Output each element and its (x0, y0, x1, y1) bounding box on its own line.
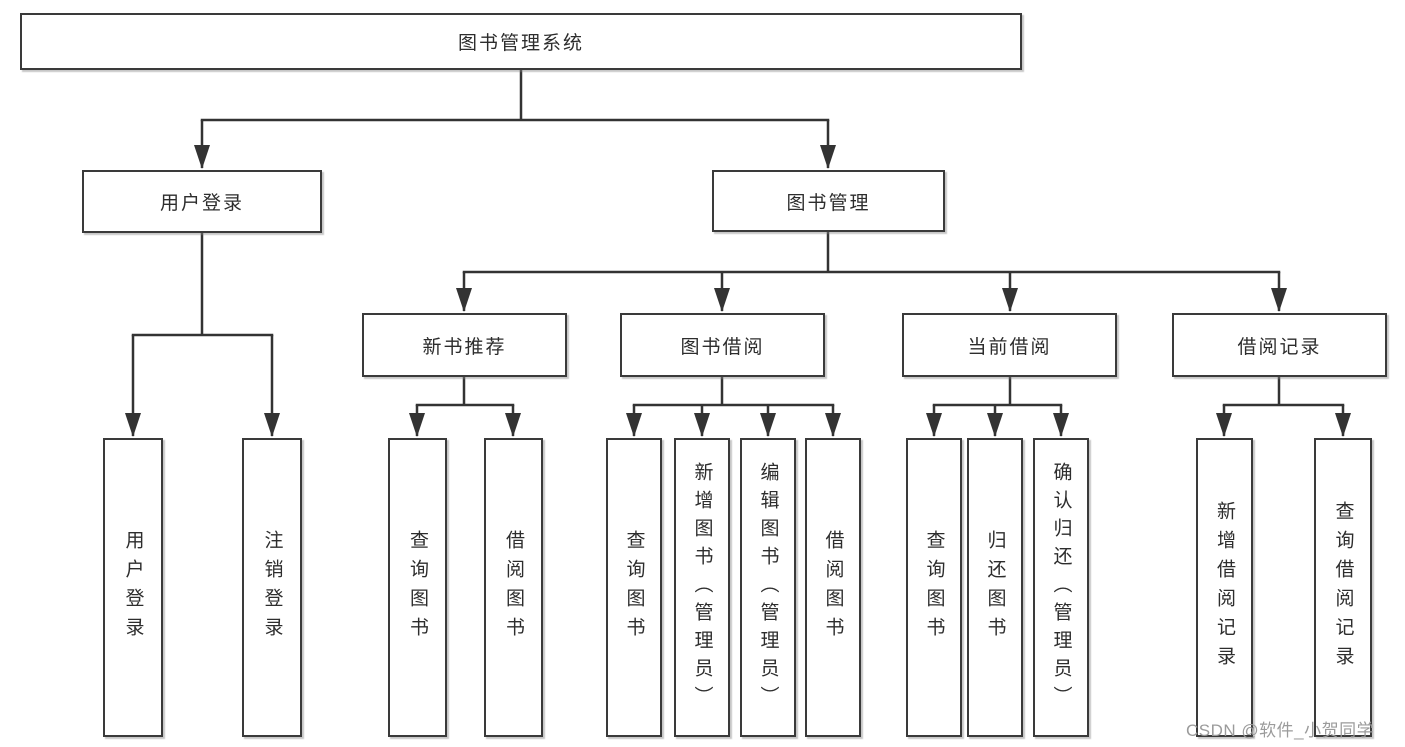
connector-lines (125, 70, 1351, 437)
csdn-watermark: CSDN @软件_小贺同学 (1186, 721, 1375, 740)
leaf-nbr-query-books: 查询图书 (388, 438, 447, 737)
leaf-user-login: 用户登录 (103, 438, 163, 737)
node-user-login: 用户登录 (82, 170, 322, 233)
leaf-bb-add-books-admin: 新增图书（管理员） (674, 438, 730, 737)
leaf-bb-borrow-books: 借阅图书 (805, 438, 861, 737)
leaf-cb-confirm-return-admin: 确认归还（管理员） (1033, 438, 1089, 737)
leaf-br-add-record: 新增借阅记录 (1196, 438, 1253, 737)
node-borrow-records: 借阅记录 (1172, 313, 1387, 377)
node-new-book-recommend: 新书推荐 (362, 313, 567, 377)
node-current-borrow: 当前借阅 (902, 313, 1117, 377)
leaf-cb-query-books: 查询图书 (906, 438, 962, 737)
node-root: 图书管理系统 (20, 13, 1022, 70)
leaf-cb-return-books: 归还图书 (967, 438, 1023, 737)
leaf-nbr-borrow-books: 借阅图书 (484, 438, 543, 737)
leaf-bb-edit-books-admin: 编辑图书（管理员） (740, 438, 796, 737)
leaf-logout-login: 注销登录 (242, 438, 302, 737)
leaf-bb-query-books: 查询图书 (606, 438, 662, 737)
node-book-borrow: 图书借阅 (620, 313, 825, 377)
leaf-br-query-record: 查询借阅记录 (1314, 438, 1372, 737)
node-book-management: 图书管理 (712, 170, 945, 232)
